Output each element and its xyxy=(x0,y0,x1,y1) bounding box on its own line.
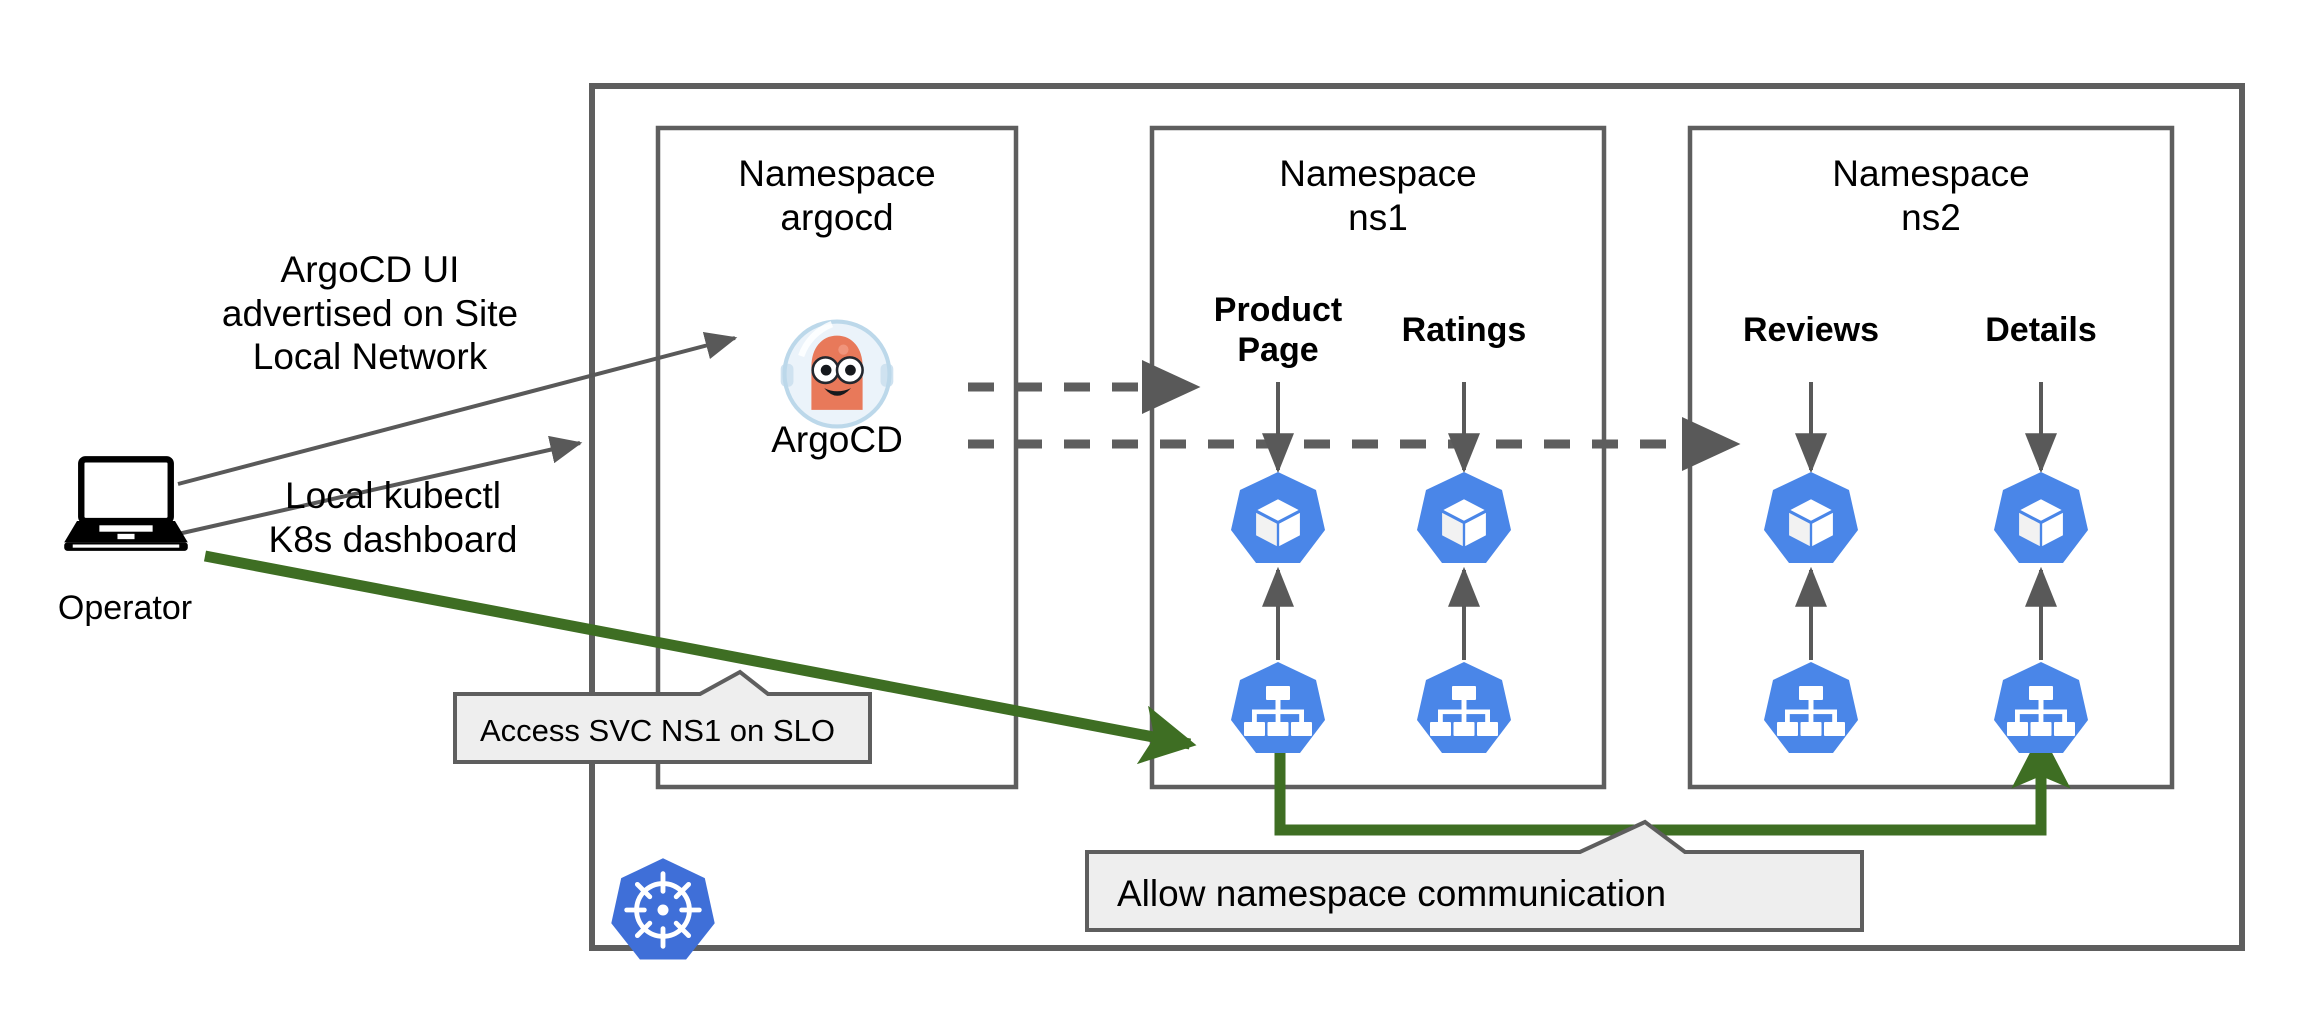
namespace-title-argocd-line2: argocd xyxy=(780,197,894,238)
callout-label-access-svc: Access SVC NS1 on SLO xyxy=(480,713,835,748)
namespace-title-argocd-line1: Namespace xyxy=(738,153,936,194)
flow-kubectl-arrow xyxy=(177,435,583,536)
callout-label-allow-ns: Allow namespace communication xyxy=(1117,873,1667,914)
namespace-title-ns1-line1: Namespace xyxy=(1279,153,1477,194)
namespace-box-ns2 xyxy=(1687,125,2175,790)
callout-shape-allow-ns xyxy=(1085,819,1864,932)
annotation-kubectl: Local kubectl K8s dashboard xyxy=(268,475,518,560)
flow-argocd-ui-arrow xyxy=(177,331,738,486)
component-label-product-page: Product Page xyxy=(1213,291,1343,370)
callout-shape-access-svc xyxy=(453,669,872,764)
flow-operator-access-svc-ns1 xyxy=(203,550,1197,765)
laptop-icon xyxy=(64,459,188,551)
argocd-mascot-icon xyxy=(781,322,894,427)
component-label-details: Details xyxy=(1985,311,2097,349)
namespace-title-ns1-line2: ns1 xyxy=(1348,197,1408,238)
annotation-argocd-ui: ArgoCD UI advertised on Site Local Netwo… xyxy=(221,249,519,378)
operator-label: Operator xyxy=(57,589,193,627)
namespace-box-ns1 xyxy=(1149,125,1607,790)
flow-ns1-to-ns2-communication xyxy=(1274,730,2071,836)
component-label-ratings: Ratings xyxy=(1401,311,1527,349)
namespace-title-ns2-line1: Namespace xyxy=(1832,153,2030,194)
namespace-title-ns2-line2: ns2 xyxy=(1901,197,1961,238)
component-label-argocd: ArgoCD xyxy=(771,419,903,460)
component-label-reviews: Reviews xyxy=(1742,311,1880,349)
